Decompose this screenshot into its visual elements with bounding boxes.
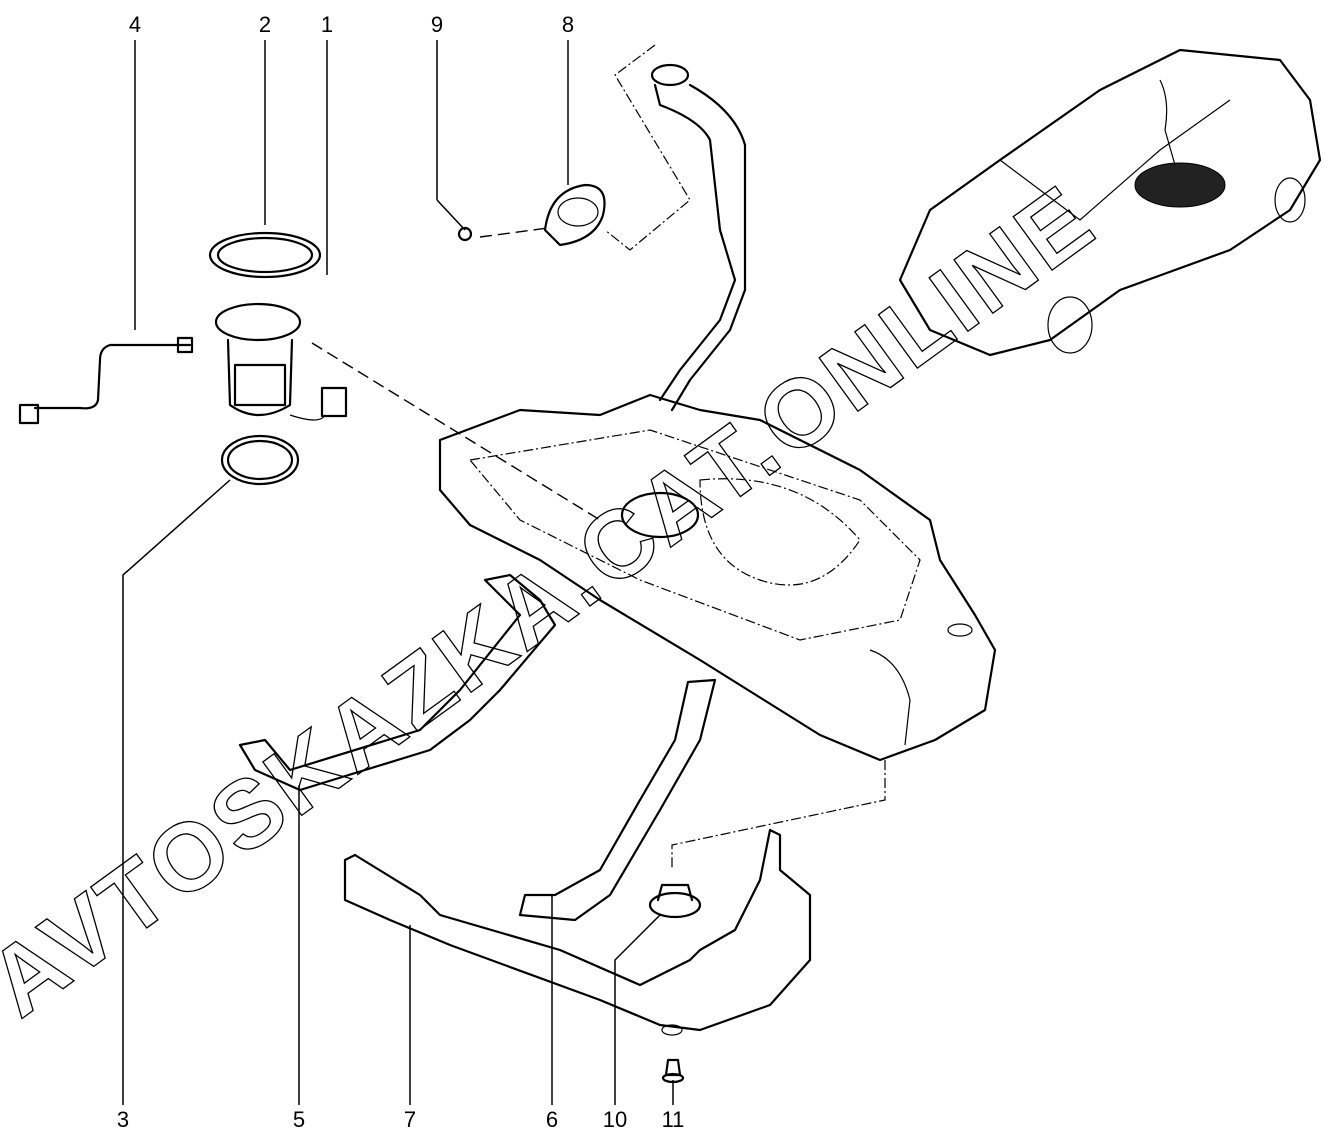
callout-9: 9 bbox=[430, 12, 444, 37]
tank-mount-line bbox=[671, 760, 886, 870]
callout-7: 7 bbox=[403, 1107, 417, 1132]
part-10-bushing bbox=[648, 883, 702, 919]
callout-1: 1 bbox=[320, 12, 334, 37]
part-8-cover bbox=[543, 183, 606, 247]
filler-neck bbox=[650, 63, 747, 412]
part-6-strap bbox=[518, 678, 717, 922]
part-3-seal bbox=[220, 434, 300, 486]
callout-8: 8 bbox=[561, 12, 575, 37]
fuel-tank bbox=[438, 393, 997, 762]
vehicle-location-thumbnail bbox=[898, 48, 1322, 357]
part-9-screw bbox=[457, 226, 549, 242]
callout-6: 6 bbox=[545, 1107, 559, 1132]
leader-lines bbox=[122, 40, 674, 1105]
callout-5: 5 bbox=[292, 1107, 306, 1132]
part-1-fuel-pump-module bbox=[214, 302, 348, 421]
watermark: AVTOSKAZKA.CAT.ONLINE bbox=[0, 164, 1114, 1037]
part-11-clip bbox=[661, 1058, 685, 1084]
part-4-wiring-harness bbox=[18, 336, 194, 425]
callout-2: 2 bbox=[258, 12, 272, 37]
callout-3: 3 bbox=[116, 1107, 130, 1132]
part-5-strap bbox=[238, 573, 557, 792]
pump-alignment-line bbox=[311, 342, 601, 521]
part-7-heat-shield bbox=[343, 828, 812, 1036]
cover-outline-line bbox=[604, 44, 691, 251]
callout-4: 4 bbox=[128, 12, 142, 37]
callout-11: 11 bbox=[661, 1107, 685, 1132]
part-2-lock-ring bbox=[208, 231, 322, 279]
callout-10: 10 bbox=[602, 1107, 628, 1132]
